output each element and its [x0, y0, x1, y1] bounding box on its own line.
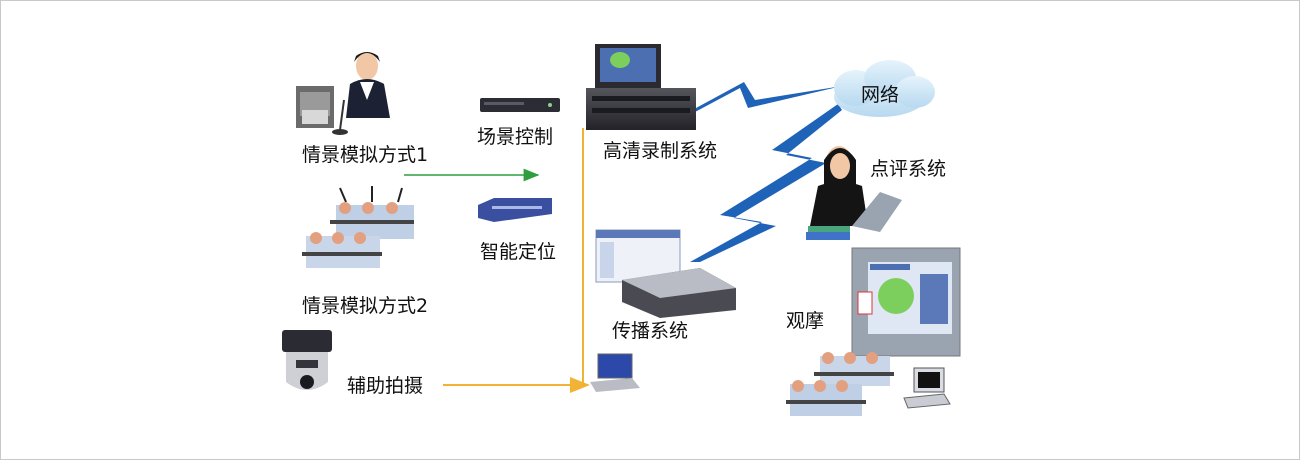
hd-recording-workstation-icon — [586, 44, 696, 130]
smart-locate-device-icon — [478, 198, 552, 222]
label-observe: 观摩 — [786, 310, 825, 332]
observation-monitor-icon — [851, 247, 961, 357]
label-broadcast: 传播系统 — [612, 320, 689, 342]
label-mode2: 情景模拟方式2 — [302, 295, 429, 317]
lightning-bolt-lower-icon — [690, 104, 842, 262]
scene-control-device-icon — [480, 98, 560, 112]
broadcast-server-icon — [595, 229, 736, 318]
students-group-observe-icon — [786, 352, 894, 416]
label-network: 网络 — [861, 84, 900, 106]
label-hd: 高清录制系统 — [603, 140, 718, 162]
label-locate: 智能定位 — [480, 241, 557, 263]
desktop-pc-icon — [903, 367, 951, 409]
label-scene: 场景控制 — [477, 126, 554, 148]
presenter-person-icon — [296, 52, 390, 135]
laptop-icon — [590, 353, 640, 392]
students-group-mode2-icon — [302, 186, 414, 268]
label-review: 点评系统 — [870, 158, 947, 180]
label-mode1: 情景模拟方式1 — [302, 144, 429, 166]
ptz-camera-icon — [282, 330, 332, 390]
network-cloud-icon — [834, 60, 935, 117]
lightning-bolt-upper-icon — [695, 82, 842, 112]
label-aux: 辅助拍摄 — [347, 375, 424, 397]
review-person-icon — [806, 146, 902, 240]
